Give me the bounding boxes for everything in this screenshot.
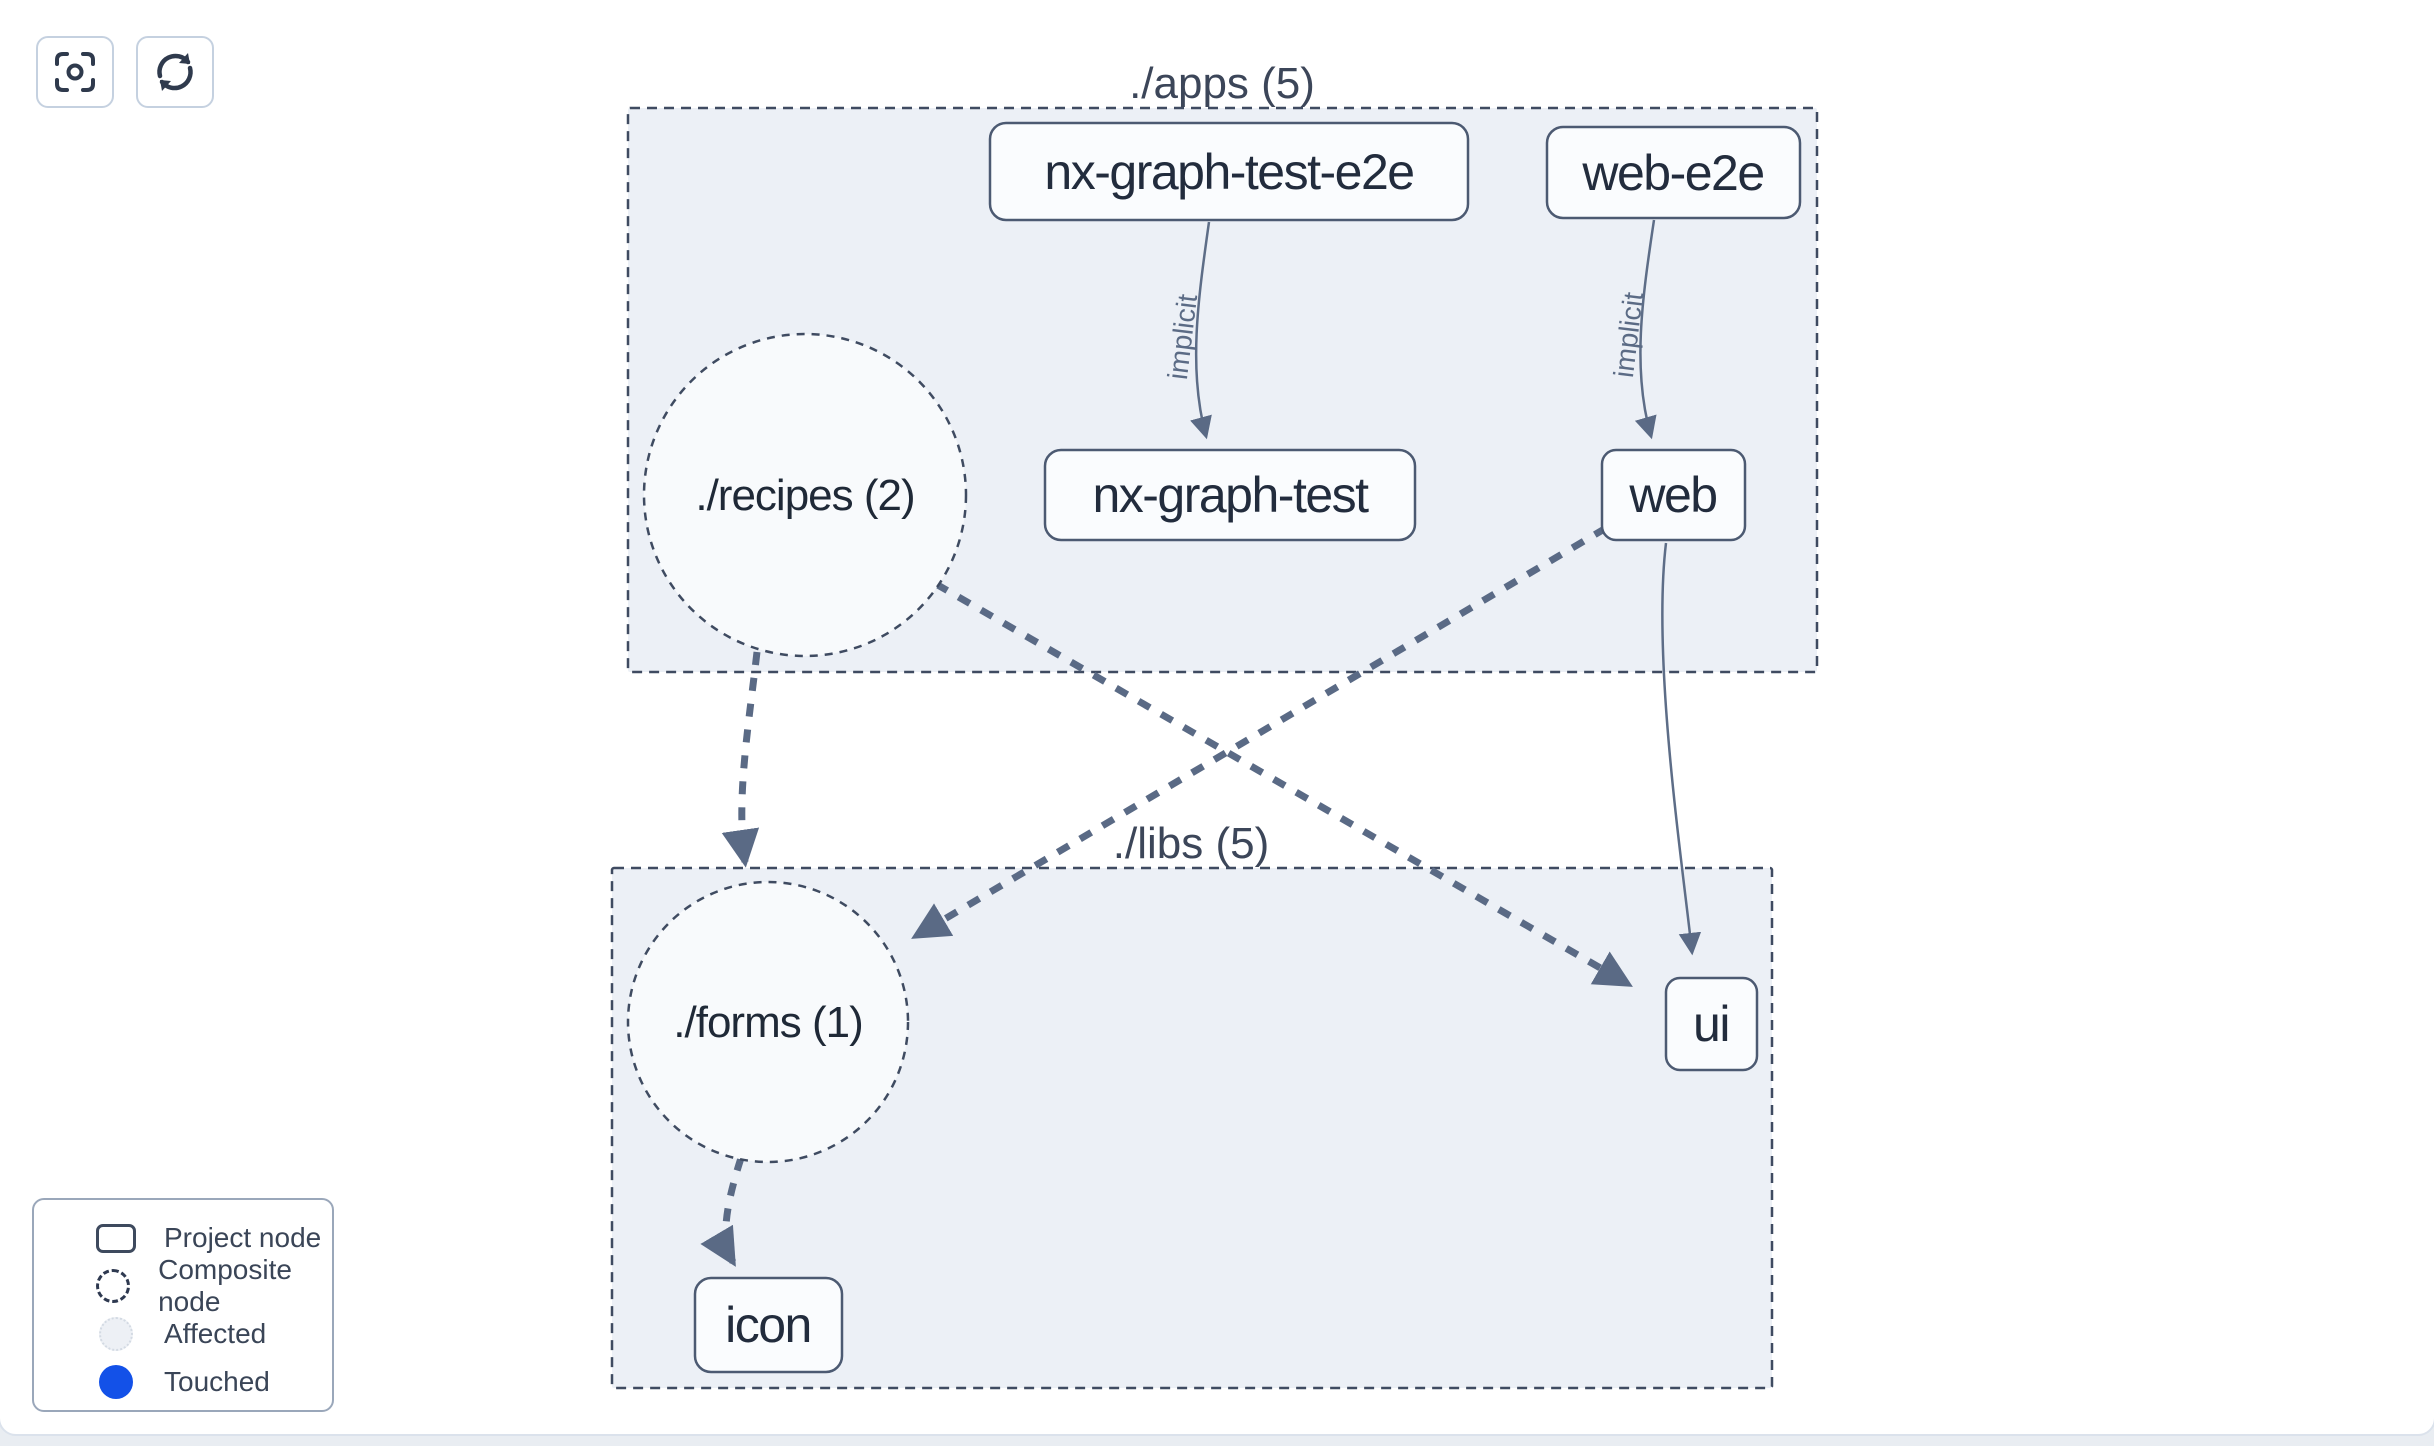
group-apps-label: ./apps (5) bbox=[1129, 59, 1315, 108]
composite-node-swatch bbox=[96, 1269, 131, 1303]
project-node-icon-label: icon bbox=[725, 1297, 811, 1353]
project-node-nx-graph-test-e2e-label: nx-graph-test-e2e bbox=[1044, 144, 1413, 200]
edge-forms-to-icon bbox=[700, 1156, 745, 1267]
affected-swatch bbox=[96, 1317, 136, 1351]
edge-implicit-webe2e-to-web bbox=[1634, 219, 1657, 440]
legend-item-touched: Touched bbox=[34, 1358, 332, 1406]
focus-center-button[interactable] bbox=[36, 36, 114, 108]
legend: Project node Composite node Affected Tou… bbox=[32, 1198, 334, 1412]
composite-node-forms-label: ./forms (1) bbox=[673, 998, 862, 1047]
group-libs-label: ./libs (5) bbox=[1113, 819, 1269, 868]
legend-item-affected: Affected bbox=[34, 1310, 332, 1358]
legend-item-project-node: Project node bbox=[34, 1214, 332, 1262]
legend-label: Touched bbox=[164, 1366, 270, 1397]
edge-recipes-to-ui bbox=[934, 580, 1633, 988]
toolbar bbox=[36, 36, 214, 108]
refresh-button[interactable] bbox=[136, 36, 214, 108]
edge-recipes-to-forms bbox=[721, 651, 761, 868]
focus-center-icon bbox=[52, 49, 98, 95]
legend-label: Affected bbox=[164, 1318, 267, 1349]
project-node-nx-graph-test-e2e[interactable] bbox=[988, 121, 1470, 222]
refresh-icon bbox=[152, 49, 198, 95]
edge-web-to-ui bbox=[1661, 542, 1702, 956]
project-node-web[interactable] bbox=[1600, 448, 1747, 542]
project-node-nx-graph-test[interactable] bbox=[1043, 448, 1417, 542]
project-node-nx-graph-test-label: nx-graph-test bbox=[1092, 467, 1369, 523]
legend-item-composite-node: Composite node bbox=[34, 1254, 332, 1317]
project-node-icon[interactable] bbox=[693, 1276, 844, 1374]
legend-label: Composite node bbox=[158, 1254, 292, 1317]
project-node-ui[interactable] bbox=[1664, 976, 1759, 1072]
edge-web-to-forms bbox=[911, 524, 1608, 940]
composite-node-recipes[interactable] bbox=[642, 332, 968, 658]
legend-label: Project node bbox=[164, 1222, 322, 1253]
project-node-web-e2e-label: web-e2e bbox=[1581, 145, 1763, 201]
composite-node-forms[interactable] bbox=[626, 880, 910, 1164]
project-node-ui-label: ui bbox=[1693, 996, 1729, 1052]
composite-node-recipes-label: ./recipes (2) bbox=[695, 471, 914, 520]
project-node-swatch bbox=[96, 1223, 136, 1253]
touched-swatch bbox=[96, 1365, 136, 1399]
project-node-web-e2e[interactable] bbox=[1545, 125, 1802, 220]
project-node-web-label: web bbox=[1628, 467, 1716, 523]
edge-implicit-e2e-to-nx-graph-test bbox=[1190, 221, 1212, 440]
